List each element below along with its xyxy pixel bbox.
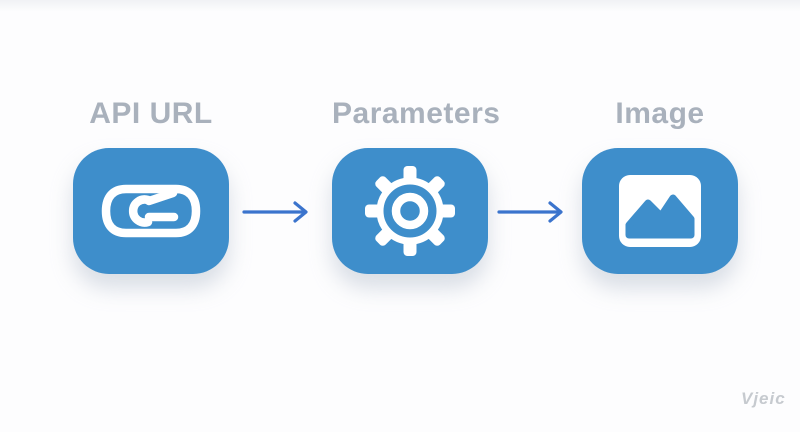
flow-arrow-1 [241,199,315,225]
step-tile-image [582,148,738,274]
watermark-text: Vjeic [741,389,786,408]
gear-icon [363,164,457,258]
image-icon [616,172,704,250]
link-icon [99,184,203,238]
step-label-image: Image [615,97,705,130]
step-label-api-url: API URL [89,97,213,130]
step-tile-api-url [73,148,229,274]
flow-arrow-2 [496,199,570,225]
step-tile-parameters [332,148,488,274]
step-label-parameters: Parameters [332,97,501,130]
